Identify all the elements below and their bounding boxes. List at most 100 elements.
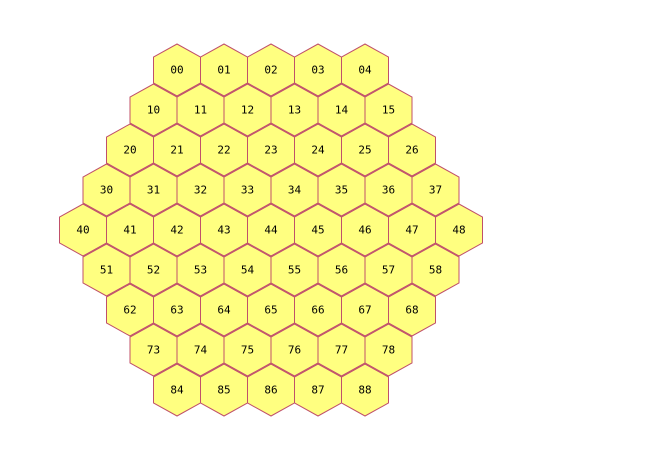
hex-cell-23[interactable]: 23 [247, 123, 295, 177]
hex-cell-54[interactable]: 54 [223, 243, 272, 297]
hex-shape[interactable] [411, 243, 460, 297]
hex-cell-65[interactable]: 65 [247, 283, 295, 337]
hex-label: 22 [217, 144, 230, 157]
hex-shape[interactable] [388, 123, 436, 177]
hex-label: 47 [405, 224, 418, 237]
hex-label: 26 [405, 144, 418, 157]
hex-label: 23 [264, 144, 277, 157]
hex-label: 46 [358, 224, 371, 237]
hex-label: 43 [217, 224, 230, 237]
hex-label: 15 [382, 104, 395, 117]
hex-cell-51[interactable]: 51 [82, 243, 131, 297]
hex-cell-00[interactable]: 00 [153, 43, 201, 97]
hex-cell-34[interactable]: 34 [270, 163, 319, 217]
hex-label: 52 [147, 264, 160, 277]
hex-cell-52[interactable]: 52 [129, 243, 178, 297]
hex-shape[interactable] [411, 163, 460, 217]
hex-label: 33 [241, 184, 254, 197]
hex-label: 40 [76, 224, 89, 237]
hex-label: 04 [358, 64, 372, 77]
hex-cell-47[interactable]: 47 [388, 203, 436, 257]
hex-label: 13 [288, 104, 301, 117]
hex-cell-10[interactable]: 10 [129, 83, 178, 137]
hex-label: 58 [429, 264, 442, 277]
hex-cell-41[interactable]: 41 [106, 203, 154, 257]
hex-label: 75 [241, 344, 254, 357]
hex-label: 10 [147, 104, 160, 117]
hex-cell-74[interactable]: 74 [176, 323, 225, 377]
hex-cell-88[interactable]: 88 [341, 363, 389, 417]
hex-label: 11 [194, 104, 207, 117]
hex-label: 65 [264, 304, 277, 317]
hex-cell-04[interactable]: 04 [341, 43, 389, 97]
hex-label: 53 [194, 264, 207, 277]
hex-label: 03 [311, 64, 324, 77]
hex-shape[interactable] [341, 363, 389, 417]
hex-cell-37[interactable]: 37 [411, 163, 460, 217]
hex-label: 77 [335, 344, 348, 357]
hex-label: 67 [358, 304, 371, 317]
hex-label: 36 [382, 184, 395, 197]
hex-cell-45[interactable]: 45 [294, 203, 342, 257]
hex-label: 35 [335, 184, 348, 197]
hex-cell-73[interactable]: 73 [129, 323, 178, 377]
hex-label: 68 [405, 304, 418, 317]
hex-label: 25 [358, 144, 371, 157]
hex-label: 64 [217, 304, 231, 317]
hex-label: 51 [100, 264, 113, 277]
hex-cell-48[interactable]: 48 [435, 203, 483, 257]
hex-cell-32[interactable]: 32 [176, 163, 225, 217]
hex-cell-68[interactable]: 68 [388, 283, 436, 337]
hex-cell-02[interactable]: 02 [247, 43, 295, 97]
hex-cell-87[interactable]: 87 [294, 363, 342, 417]
hex-label: 37 [429, 184, 442, 197]
hex-label: 84 [170, 384, 184, 397]
hex-label: 76 [288, 344, 301, 357]
hex-label: 78 [382, 344, 395, 357]
hex-cell-15[interactable]: 15 [364, 83, 413, 137]
hex-cell-26[interactable]: 26 [388, 123, 436, 177]
hex-cell-57[interactable]: 57 [364, 243, 413, 297]
hex-label: 31 [147, 184, 160, 197]
hex-shape[interactable] [341, 43, 389, 97]
hex-shape[interactable] [364, 323, 413, 377]
hex-cell-43[interactable]: 43 [200, 203, 248, 257]
hex-label: 24 [311, 144, 325, 157]
hex-label: 73 [147, 344, 160, 357]
hex-label: 44 [264, 224, 278, 237]
hex-label: 56 [335, 264, 348, 277]
hex-label: 62 [123, 304, 136, 317]
hex-shape[interactable] [435, 203, 483, 257]
hex-label: 88 [358, 384, 371, 397]
hex-label: 55 [288, 264, 301, 277]
hex-cell-22[interactable]: 22 [200, 123, 248, 177]
hex-label: 30 [100, 184, 113, 197]
hex-cell-78[interactable]: 78 [364, 323, 413, 377]
hex-label: 85 [217, 384, 230, 397]
hex-label: 63 [170, 304, 183, 317]
hex-label: 48 [452, 224, 465, 237]
hex-label: 21 [170, 144, 183, 157]
hex-label: 45 [311, 224, 324, 237]
hex-cell-30[interactable]: 30 [82, 163, 131, 217]
hex-label: 86 [264, 384, 277, 397]
hex-shape[interactable] [364, 83, 413, 137]
hex-label: 12 [241, 104, 254, 117]
hex-cell-11[interactable]: 11 [176, 83, 225, 137]
hex-cell-58[interactable]: 58 [411, 243, 460, 297]
hex-cell-85[interactable]: 85 [200, 363, 248, 417]
hex-label: 54 [241, 264, 255, 277]
hex-label: 32 [194, 184, 207, 197]
hex-label: 42 [170, 224, 183, 237]
hex-label: 14 [335, 104, 349, 117]
hex-cell-36[interactable]: 36 [364, 163, 413, 217]
hex-cell-62[interactable]: 62 [106, 283, 154, 337]
hex-label: 34 [288, 184, 302, 197]
hex-label: 41 [123, 224, 136, 237]
hex-label: 87 [311, 384, 324, 397]
hex-label: 66 [311, 304, 324, 317]
hex-label: 57 [382, 264, 395, 277]
hex-shape[interactable] [388, 283, 436, 337]
